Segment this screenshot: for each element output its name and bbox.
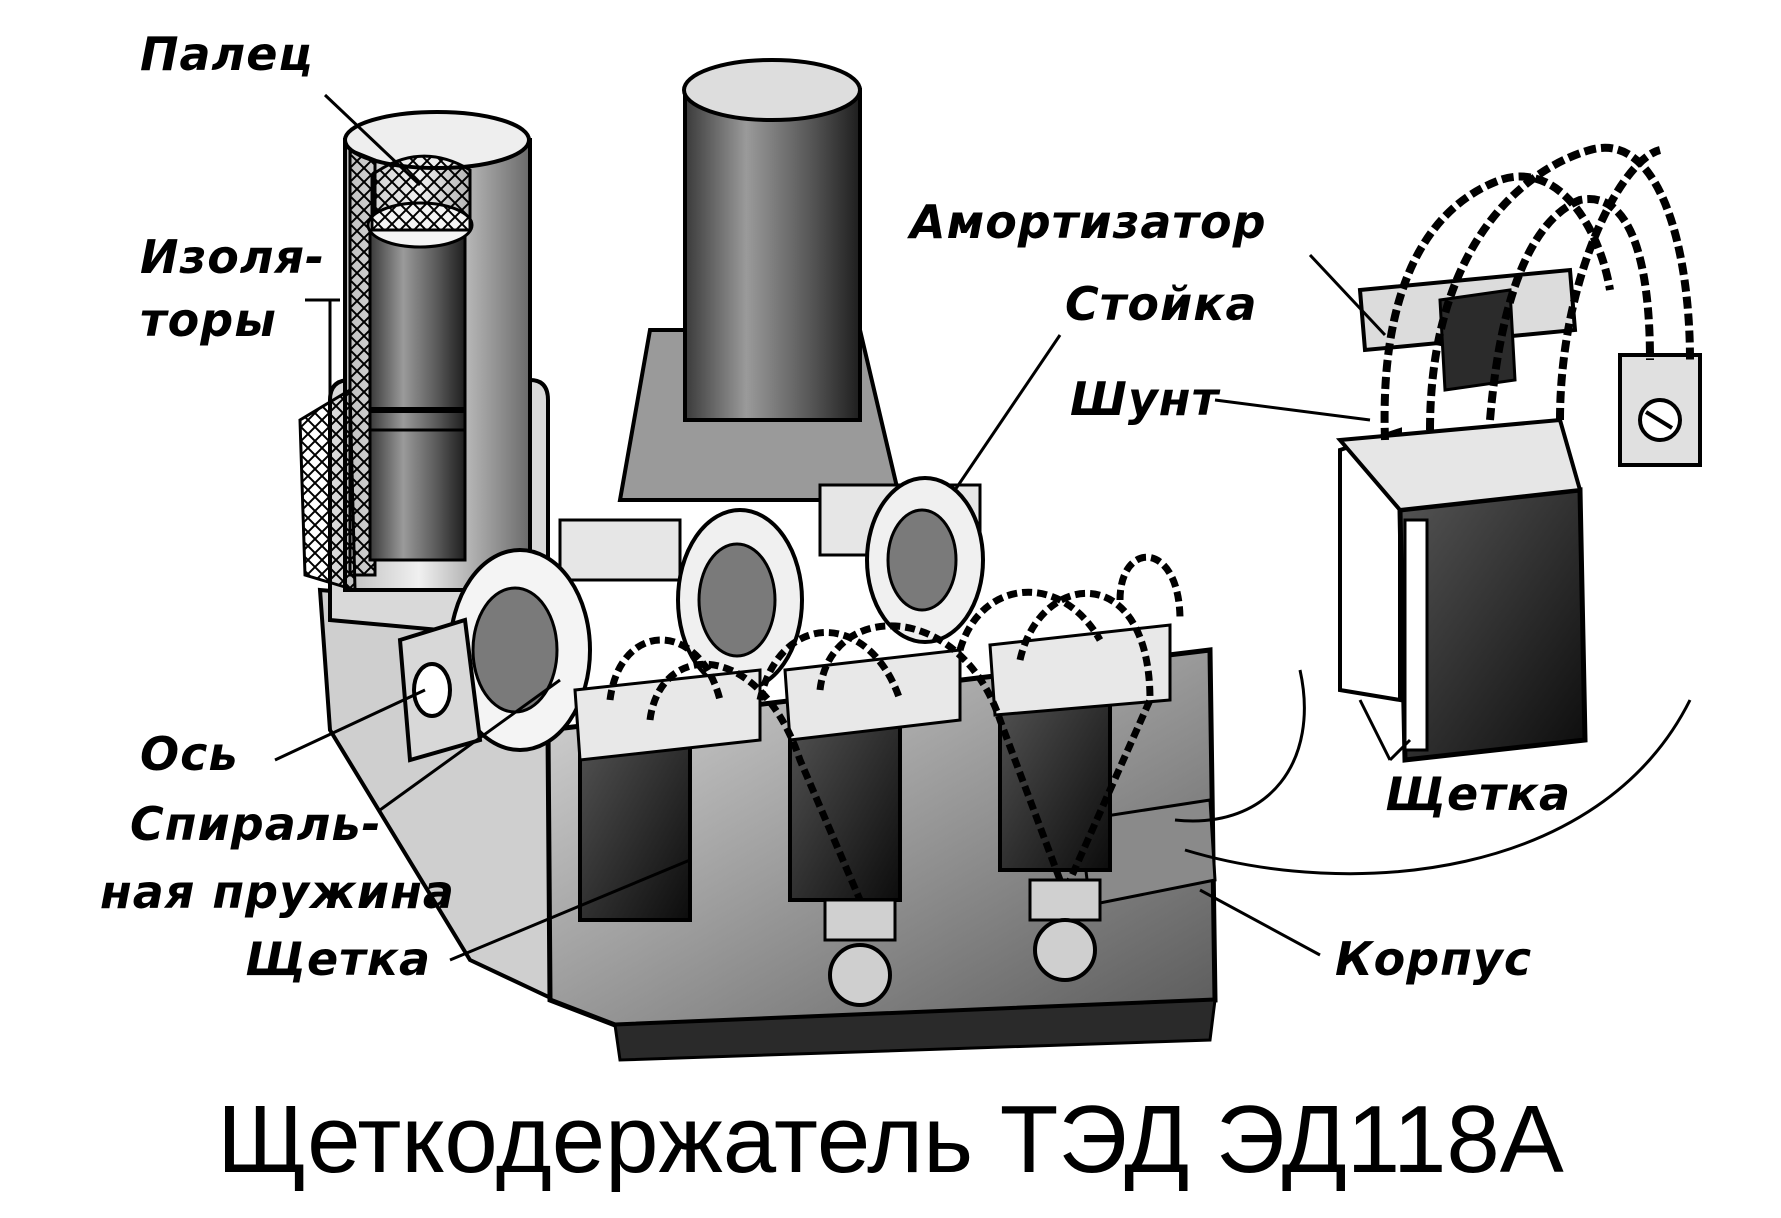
figure-caption: Щеткодержатель ТЭД ЭД118А <box>217 1086 1564 1193</box>
label-izolyatory-line1: Изоля- <box>140 230 326 284</box>
label-os: Ось <box>140 727 239 781</box>
brush-boxes <box>573 623 1172 1007</box>
centre-column <box>617 58 903 502</box>
leader-lines <box>274 93 1412 962</box>
label-shchetka-left: Щетка <box>245 932 432 986</box>
label-korpus: Корпус <box>1335 932 1533 986</box>
label-izolyatory-line2: торы <box>140 293 277 347</box>
label-shunt: Шунт <box>1070 372 1220 426</box>
connection-arcs <box>1174 669 1692 876</box>
label-stoika: Стойка <box>1065 277 1258 331</box>
label-shchetka-right: Щетка <box>1385 767 1572 821</box>
label-spiral-line2: ная пружина <box>100 865 455 919</box>
separate-brush-shunts <box>1380 143 1694 441</box>
label-palets: Палец <box>140 27 314 81</box>
housing-shunts <box>606 553 1184 902</box>
spring-drums <box>397 476 985 763</box>
label-amortizator: Амортизатор <box>910 195 1267 249</box>
label-spiral-line1: Спираль- <box>130 797 382 851</box>
